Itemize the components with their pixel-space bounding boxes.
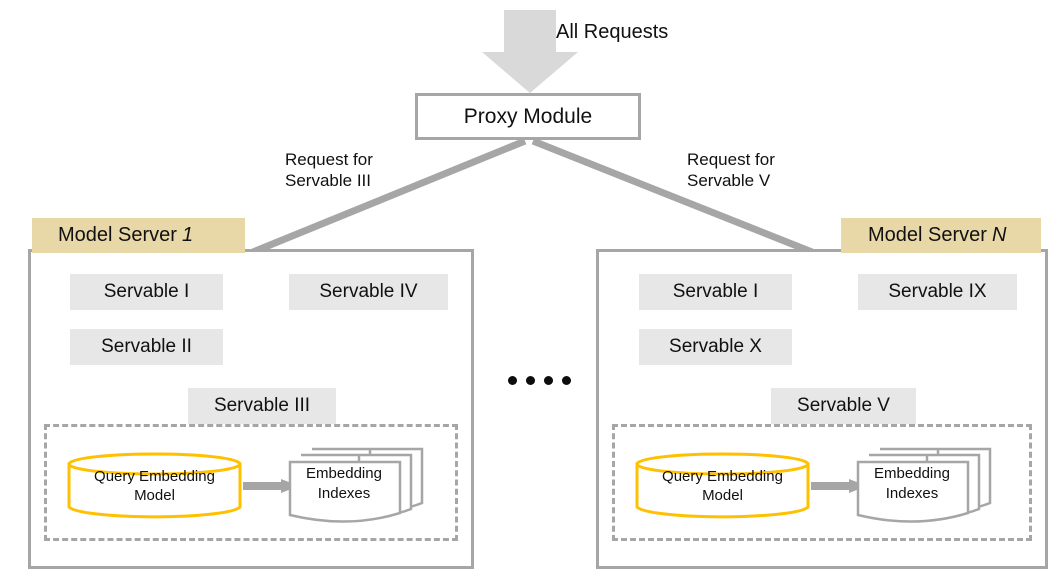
right-arrow-icon <box>243 479 299 493</box>
cylinder-database-icon: Query Embedding Model <box>66 452 243 519</box>
arrow-to-right-server <box>531 137 825 263</box>
servable-chip[interactable]: Servable II <box>70 329 223 365</box>
request-label-right-line2: Servable V <box>687 171 771 190</box>
request-label-right: Request for Servable V <box>687 149 775 191</box>
model-server-tab-right-index: N <box>991 224 1007 246</box>
model-server-tab-left-index: 1 <box>181 224 194 246</box>
servable-chip[interactable]: Servable IX <box>858 274 1017 310</box>
servable-chip-label: Servable I <box>103 281 190 302</box>
request-label-left-line2: Servable III <box>285 171 371 190</box>
servable-chip-label: Servable IX <box>888 281 987 302</box>
servable-internals-region-left <box>44 424 458 541</box>
dot <box>562 376 571 385</box>
servable-chip-highlighted[interactable]: Servable III <box>188 388 336 424</box>
document-stack-icon: Embedding Indexes <box>856 447 992 525</box>
cylinder-database-icon: Query Embedding Model <box>634 452 811 519</box>
proxy-module-label: Proxy Module <box>463 104 593 128</box>
servable-chip[interactable]: Servable IV <box>289 274 448 310</box>
ellipsis-dots-icon <box>508 376 571 385</box>
servable-chip-label: Servable V <box>797 395 890 416</box>
dot <box>526 376 535 385</box>
servable-chip-label: Servable I <box>672 281 759 302</box>
proxy-module-box[interactable]: Proxy Module <box>415 93 641 140</box>
model-server-tab-left-prefix: Model Server <box>58 224 177 246</box>
dot <box>544 376 553 385</box>
servable-chip[interactable]: Servable X <box>639 329 792 365</box>
arrow-to-left-server <box>240 137 527 262</box>
servable-chip-highlighted[interactable]: Servable V <box>771 388 916 424</box>
request-label-left: Request for Servable III <box>285 149 373 191</box>
request-label-left-line1: Request for <box>285 150 373 169</box>
dot <box>508 376 517 385</box>
request-label-right-line1: Request for <box>687 150 775 169</box>
servable-chip-label: Servable X <box>669 336 762 357</box>
servable-chip-label: Servable II <box>101 336 192 357</box>
servable-chip[interactable]: Servable I <box>639 274 792 310</box>
servable-chip-label: Servable III <box>213 395 311 416</box>
servable-chip-label: Servable IV <box>319 281 418 302</box>
right-arrow-icon <box>811 479 867 493</box>
model-server-tab-right-prefix: Model Server <box>868 224 987 246</box>
servable-internals-region-right <box>612 424 1032 541</box>
document-stack-icon: Embedding Indexes <box>288 447 424 525</box>
all-requests-label: All Requests <box>556 21 669 43</box>
servable-chip[interactable]: Servable I <box>70 274 223 310</box>
